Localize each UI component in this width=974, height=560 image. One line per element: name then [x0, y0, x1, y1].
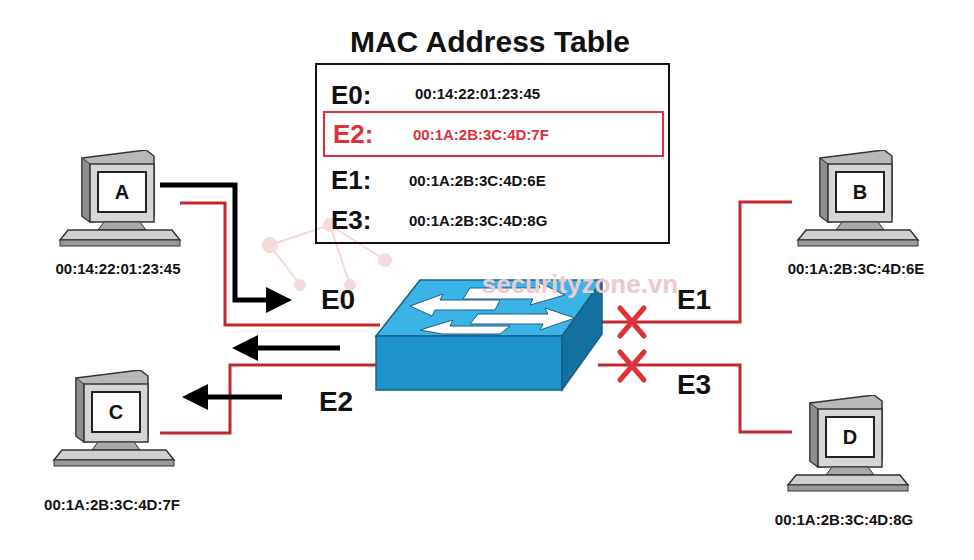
computer-letter: B — [853, 182, 867, 202]
port-label: E3 — [677, 371, 711, 399]
mac-address: 00:14:22:01:23:45 — [55, 261, 180, 276]
mac-address: 00:1A:2B:3C:4D:7F — [44, 497, 180, 512]
computer-letter: C — [109, 402, 123, 422]
mac-address: 00:1A:2B:3C:4D:8G — [775, 512, 913, 527]
computer-node: B00:1A:2B:3C:4D:6E — [792, 150, 924, 248]
mac-address: 00:14:22:01:23:45 — [415, 86, 540, 101]
mac-table: E0: 00:14:22:01:23:45E1: 00:1A:2B:3C:4D:6E… — [315, 63, 670, 244]
mac-address: 00:1A:2B:3C:4D:7F — [413, 127, 549, 142]
table-row-highlight: E2: 00:1A:2B:3C:4D:7F — [323, 111, 664, 157]
port-key: E3: — [331, 207, 371, 233]
computer-node: D00:1A:2B:3C:4D:8G — [782, 395, 914, 493]
port-key: E0: — [331, 82, 371, 108]
port-key: E2: — [333, 121, 373, 147]
mac-address: 00:1A:2B:3C:4D:6E — [409, 173, 546, 188]
computer-letter: A — [115, 182, 129, 202]
port-key: E1: — [331, 167, 371, 193]
table-title: MAC Address Table — [350, 27, 630, 57]
port-label: E2 — [319, 388, 353, 416]
computer-node: A00:14:22:01:23:45 — [54, 150, 186, 248]
port-label: E0 — [321, 286, 355, 314]
port-label: E1 — [677, 286, 711, 314]
mac-address: 00:1A:2B:3C:4D:8G — [409, 213, 547, 228]
computer-letter: D — [843, 427, 857, 447]
watermark: securityzone.vn — [482, 271, 679, 297]
computer-node: C00:1A:2B:3C:4D:7F — [48, 370, 180, 468]
mac-address: 00:1A:2B:3C:4D:6E — [788, 261, 925, 276]
